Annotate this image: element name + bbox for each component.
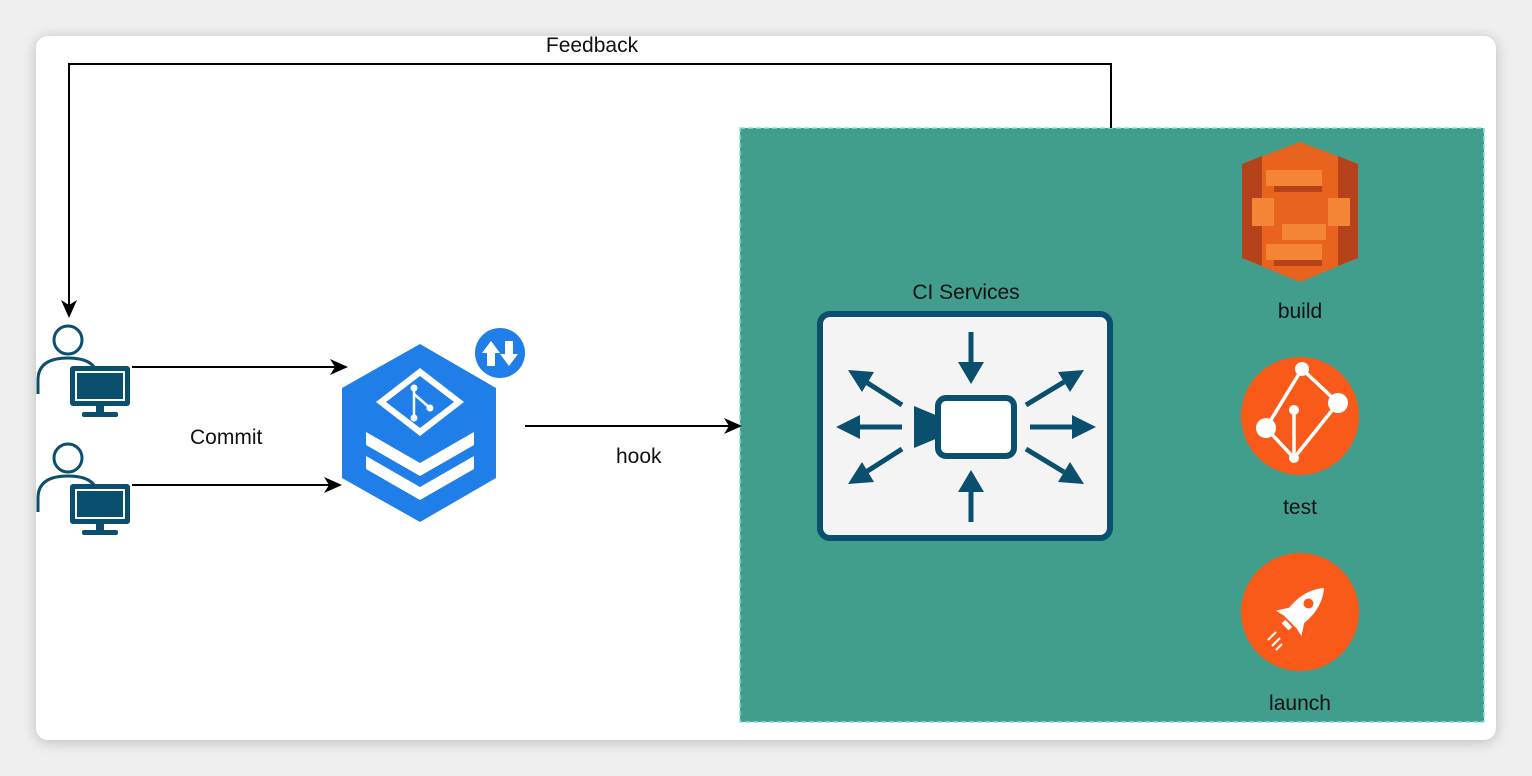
- test-graph-icon: [1241, 357, 1359, 475]
- ci-pipeline-diagram: Feedback Commit: [36, 36, 1485, 723]
- feedback-arrow: [61, 63, 1112, 318]
- developer-2-icon: [36, 442, 130, 535]
- hook-label: hook: [616, 445, 662, 468]
- launch-label: launch: [1269, 692, 1331, 715]
- diagram-card: Feedback Commit: [36, 36, 1496, 740]
- ci-services-label: CI Services: [912, 281, 1019, 304]
- feedback-label: Feedback: [546, 36, 639, 57]
- ci-services-icon: [817, 311, 1113, 541]
- git-repository-icon: [342, 344, 496, 522]
- developer-1-icon: [36, 324, 130, 417]
- commit-label: Commit: [190, 426, 262, 449]
- rocket-icon: [1241, 553, 1359, 671]
- aws-codebuild-icon: [1242, 142, 1358, 282]
- build-label: build: [1278, 300, 1322, 323]
- sync-badge-icon: [475, 328, 525, 378]
- test-label: test: [1283, 496, 1317, 519]
